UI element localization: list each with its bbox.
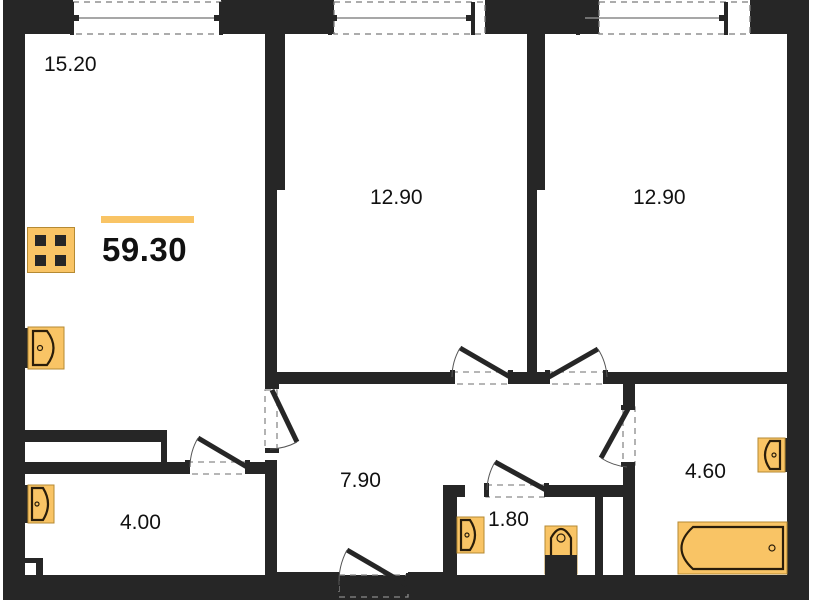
- room-area-hallway: 7.90: [340, 469, 381, 492]
- room-area-kitchen-living: 15.20: [44, 53, 97, 76]
- grid-icon: [27, 227, 75, 273]
- sink-icon: [757, 437, 787, 473]
- door-toilet[interactable]: [484, 459, 549, 498]
- interior-walls: [25, 30, 796, 580]
- door-entrance[interactable]: [334, 547, 411, 598]
- room-area-bathroom: 4.60: [685, 460, 726, 483]
- sink-icon: [456, 516, 485, 554]
- room-area-bedroom-2: 12.90: [633, 186, 686, 209]
- door-bedroom-2[interactable]: [545, 346, 608, 385]
- door-bedroom-1[interactable]: [450, 345, 513, 385]
- door-storage[interactable]: [185, 435, 250, 475]
- sink-icon: [25, 484, 55, 524]
- outer-walls: [3, 0, 809, 600]
- room-area-storage: 4.00: [120, 511, 161, 534]
- toilet-icon: [544, 525, 578, 575]
- door-bathroom[interactable]: [598, 405, 636, 468]
- window-right: [576, 1, 751, 35]
- total-area: 59.30: [102, 231, 188, 268]
- window-middle: [328, 1, 486, 35]
- window-left: [70, 1, 223, 35]
- total-area-accent-bar: [101, 216, 194, 223]
- door-living-room[interactable]: [264, 384, 300, 453]
- room-area-toilet: 1.80: [488, 508, 529, 531]
- sink-icon: [25, 326, 65, 370]
- bathtub-icon: [677, 521, 788, 575]
- room-area-bedroom-1: 12.90: [370, 186, 423, 209]
